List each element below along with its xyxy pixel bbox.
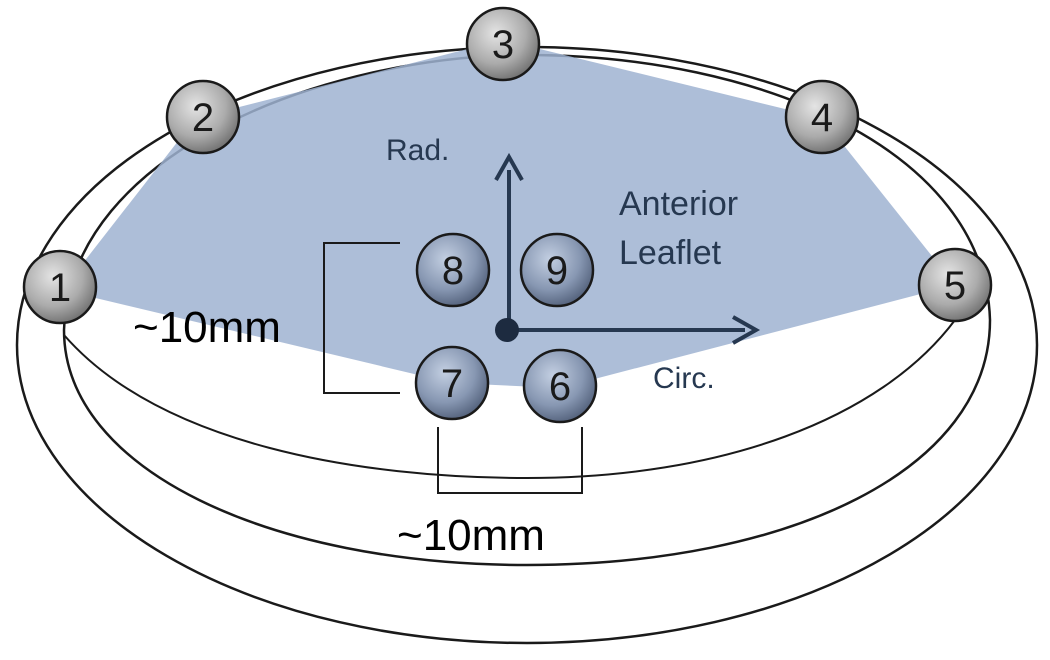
circumferential-spacing-bracket xyxy=(437,427,583,494)
leaflet-marker-9: 9 xyxy=(519,232,595,308)
axis-origin-dot xyxy=(495,318,519,342)
inner-annulus-ring xyxy=(62,53,992,567)
leaflet-marker-8: 8 xyxy=(415,232,491,308)
radial-spacing-bracket xyxy=(323,242,400,394)
marker-number: 6 xyxy=(549,365,571,409)
anterior-leaflet-label-line1: Anterior xyxy=(619,185,738,223)
marker-number: 1 xyxy=(49,266,71,310)
radial-axis-label: Rad. xyxy=(386,134,449,167)
marker-number: 2 xyxy=(192,96,214,140)
marker-number: 7 xyxy=(441,362,463,406)
marker-number: 3 xyxy=(492,23,514,67)
marker-number: 9 xyxy=(546,249,568,293)
anterior-leaflet-label-line2: Leaflet xyxy=(619,234,722,272)
annulus-marker-1: 1 xyxy=(22,249,98,325)
leaflet-marker-6: 6 xyxy=(522,348,598,424)
marker-number: 8 xyxy=(442,249,464,293)
coordinate-axes xyxy=(494,152,761,345)
radial-spacing-label: ~10mm xyxy=(133,303,281,352)
circumferential-arrowhead xyxy=(732,315,761,345)
annulus-marker-3: 3 xyxy=(465,6,541,82)
annulus-marker-2: 2 xyxy=(165,79,241,155)
circumferential-axis-label: Circ. xyxy=(653,362,715,395)
marker-number: 5 xyxy=(944,264,966,308)
radial-arrowhead xyxy=(494,152,524,181)
annulus-marker-4: 4 xyxy=(784,79,860,155)
circumferential-spacing-label: ~10mm xyxy=(397,511,545,560)
leaflet-marker-7: 7 xyxy=(414,345,490,421)
marker-number: 4 xyxy=(811,96,833,140)
annulus-marker-5: 5 xyxy=(917,247,993,323)
leaflet-edge-curve xyxy=(63,319,956,480)
